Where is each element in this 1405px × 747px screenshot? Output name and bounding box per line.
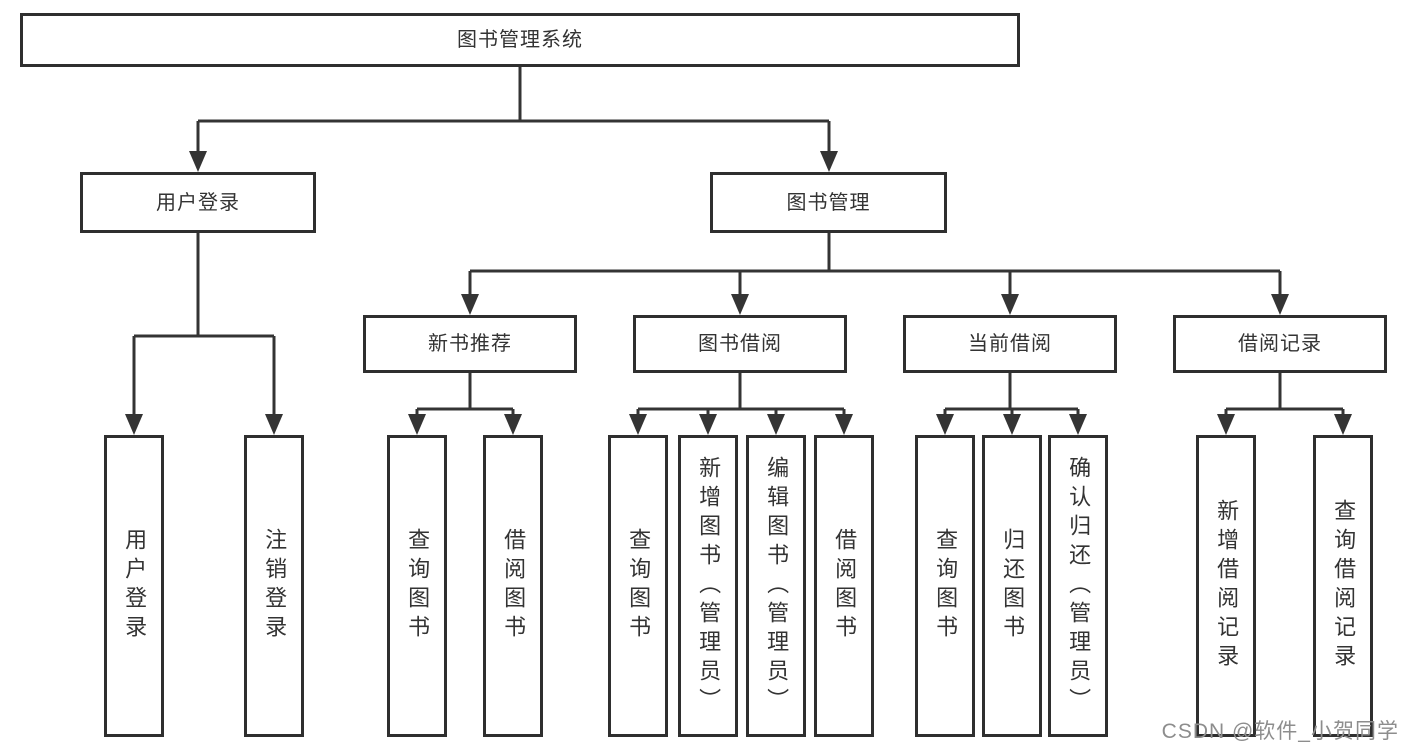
leaf-user-login: 用户登录 (104, 435, 164, 737)
leaf-logout-login: 注销登录 (244, 435, 304, 737)
node-new-book-recommend: 新书推荐 (363, 315, 577, 373)
leaf-query-borrow-record: 查询借阅记录 (1313, 435, 1373, 737)
arrowheads (125, 151, 1352, 435)
node-book-borrowing: 图书借阅 (633, 315, 847, 373)
leaf-query-books-3: 查询图书 (915, 435, 975, 737)
node-library-management-system: 图书管理系统 (20, 13, 1020, 67)
node-borrowing-records: 借阅记录 (1173, 315, 1387, 373)
leaf-add-borrow-record: 新增借阅记录 (1196, 435, 1256, 737)
leaf-query-books-2: 查询图书 (608, 435, 668, 737)
node-book-management: 图书管理 (710, 172, 947, 233)
leaf-borrow-books-1: 借阅图书 (483, 435, 543, 737)
leaf-query-books-1: 查询图书 (387, 435, 447, 737)
csdn-watermark: CSDN @软件_小贺同学 (1161, 720, 1399, 743)
node-user-login: 用户登录 (80, 172, 316, 233)
node-current-borrowing: 当前借阅 (903, 315, 1117, 373)
leaf-borrow-books-2: 借阅图书 (814, 435, 874, 737)
leaf-confirm-return-admin: 确认归还（管理员） (1048, 435, 1108, 737)
leaf-return-books: 归还图书 (982, 435, 1042, 737)
leaf-edit-book-admin: 编辑图书（管理员） (746, 435, 806, 737)
leaf-add-book-admin: 新增图书（管理员） (678, 435, 738, 737)
